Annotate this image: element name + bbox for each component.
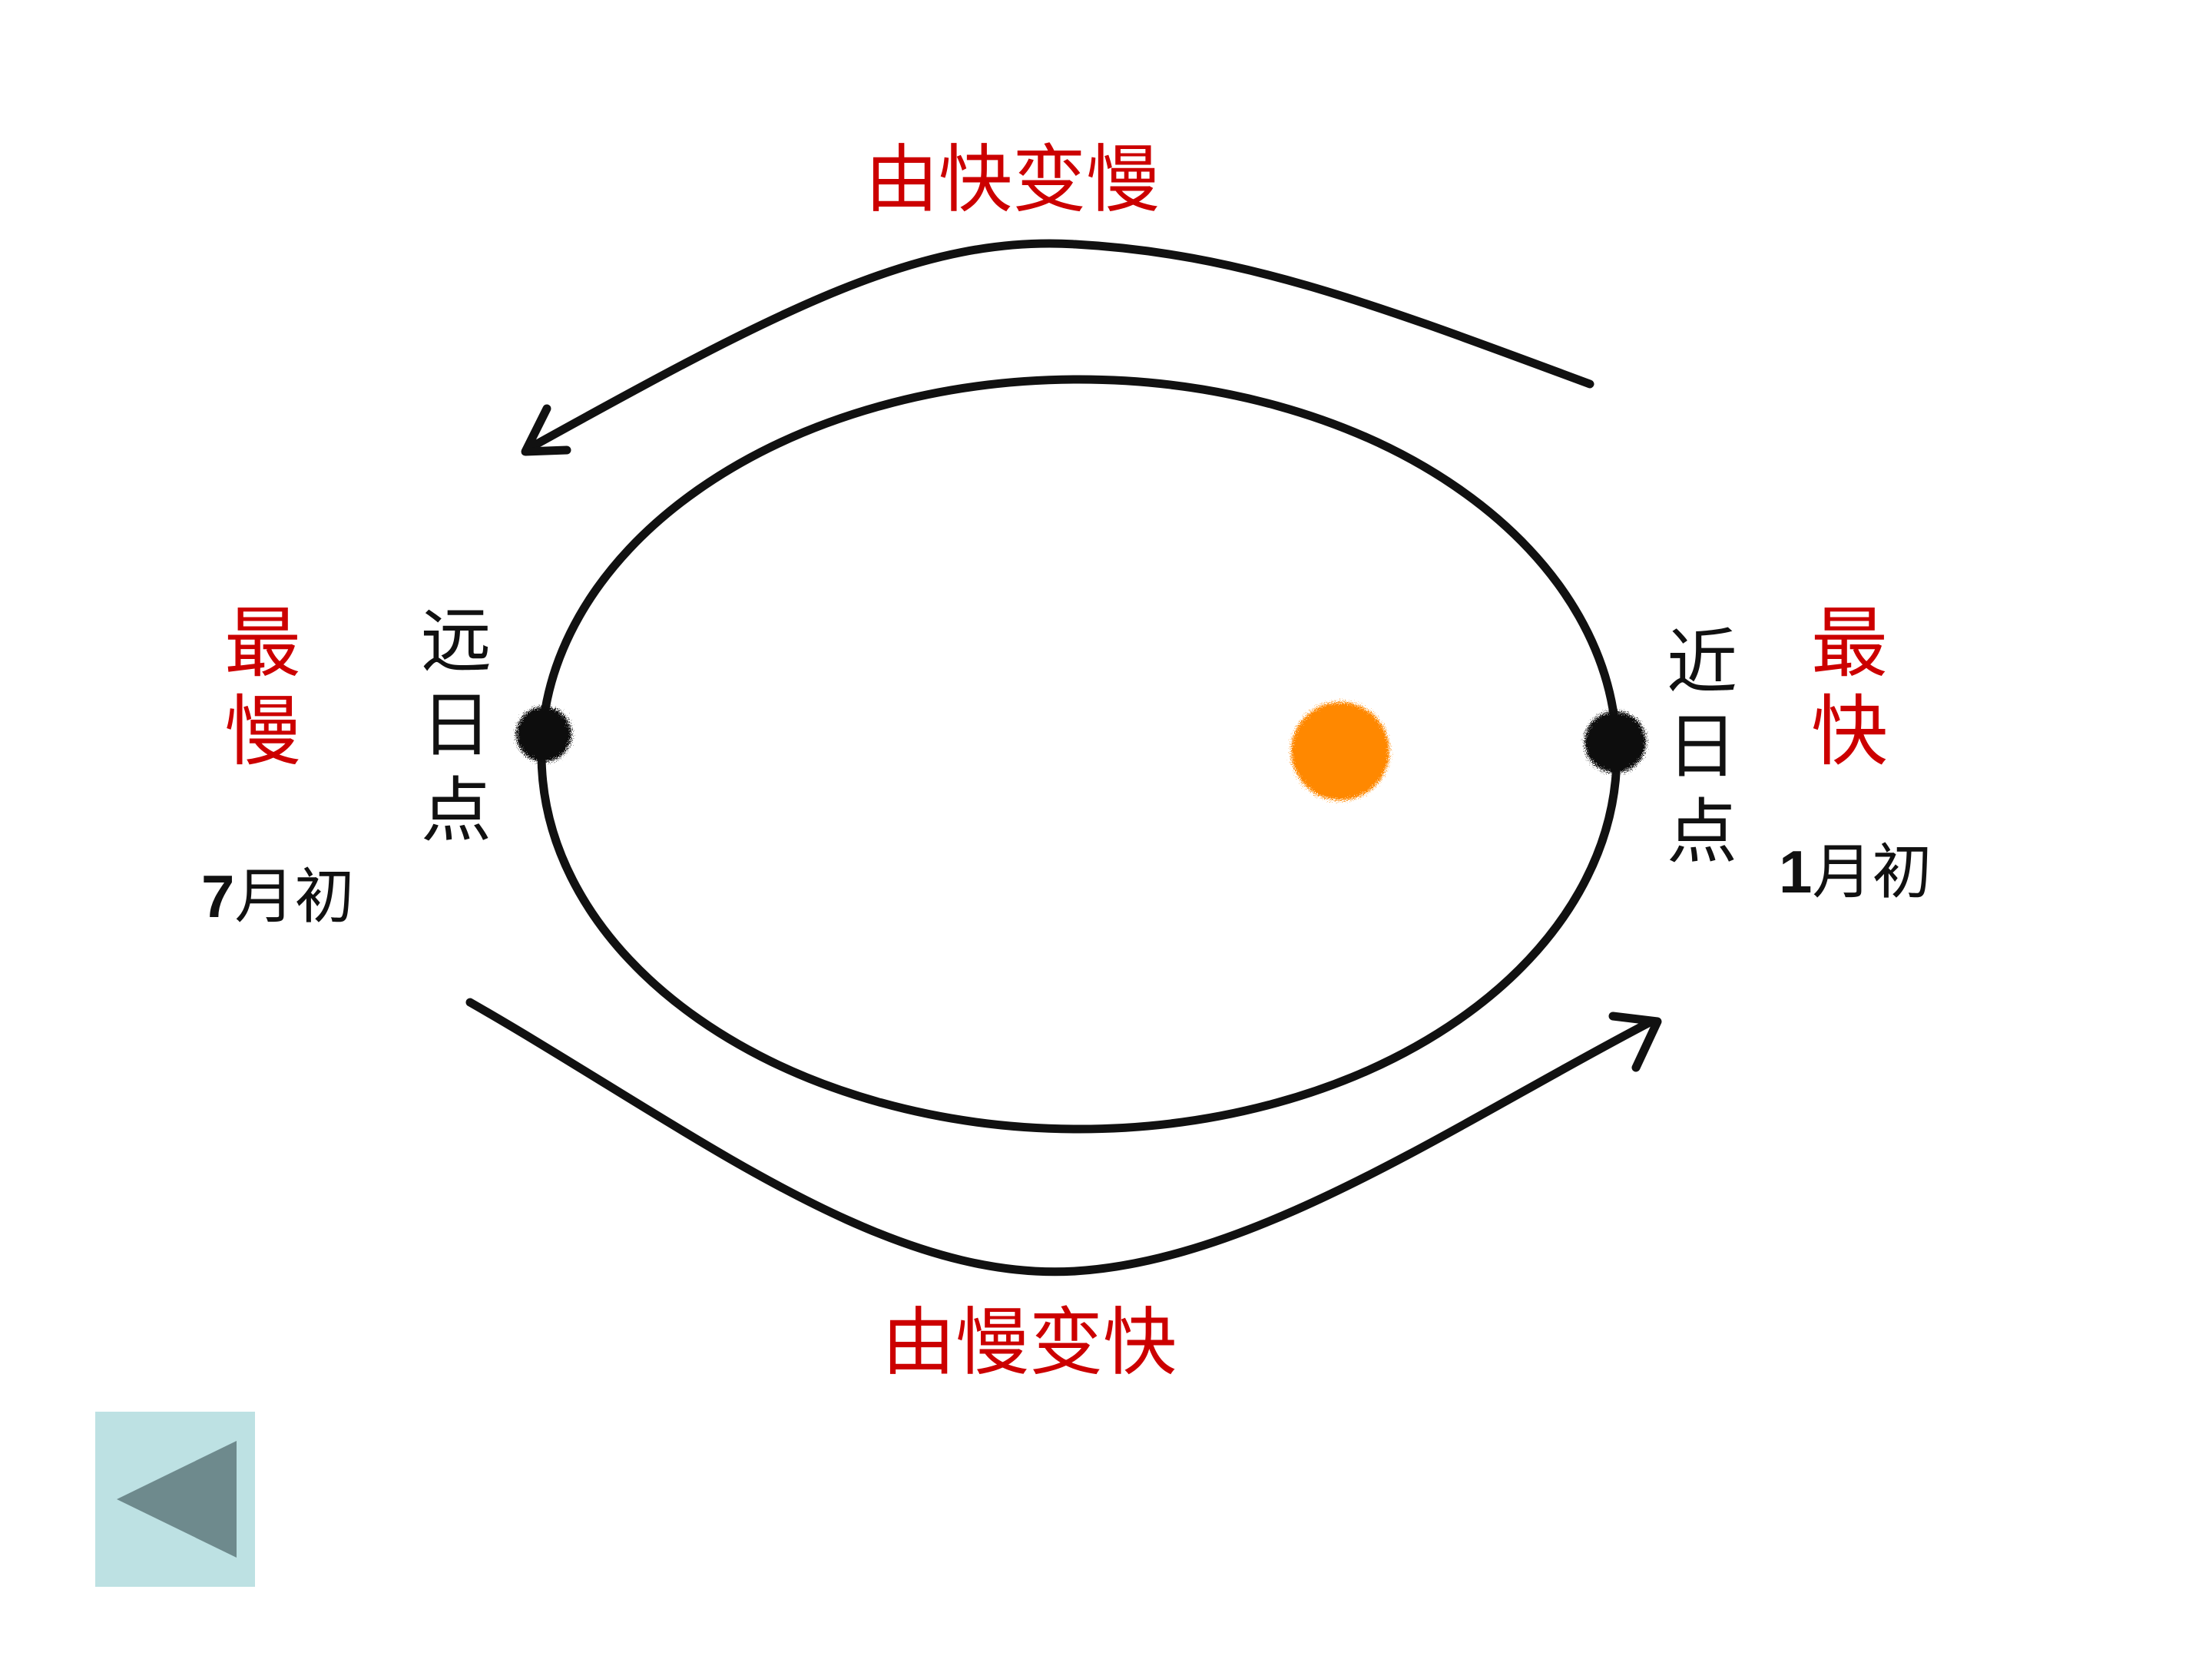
aphelion-date-number: 7	[201, 863, 235, 930]
perihelion-date: 1月初	[1779, 842, 1932, 902]
back-button[interactable]	[95, 1412, 255, 1587]
bottom-arrow-path	[465, 998, 1656, 1277]
aphelion-point-label: 远日点	[420, 600, 492, 852]
bottom-caption: 由慢变快	[882, 1300, 1177, 1386]
aphelion-date: 7月初	[201, 866, 354, 927]
top-arrow-path	[525, 239, 1594, 452]
orbit-ellipse	[537, 375, 1621, 1134]
earth-icon	[1584, 711, 1646, 773]
aphelion-date-suffix: 月初	[234, 863, 355, 932]
perihelion-date-suffix: 月初	[1812, 838, 1932, 907]
bottom-arrowhead-icon	[1608, 1012, 1662, 1072]
top-arrowhead-icon	[521, 404, 571, 456]
back-arrow-icon	[117, 1441, 237, 1558]
perihelion-date-number: 1	[1779, 838, 1813, 906]
aphelion-speed-label: 最慢	[224, 598, 301, 777]
perihelion-speed-label: 最快	[1811, 598, 1888, 777]
sun-icon	[1291, 702, 1389, 800]
perihelion-point-label: 近日点	[1666, 621, 1737, 873]
top-caption: 由快变慢	[865, 137, 1160, 223]
earth-icon	[516, 707, 571, 762]
